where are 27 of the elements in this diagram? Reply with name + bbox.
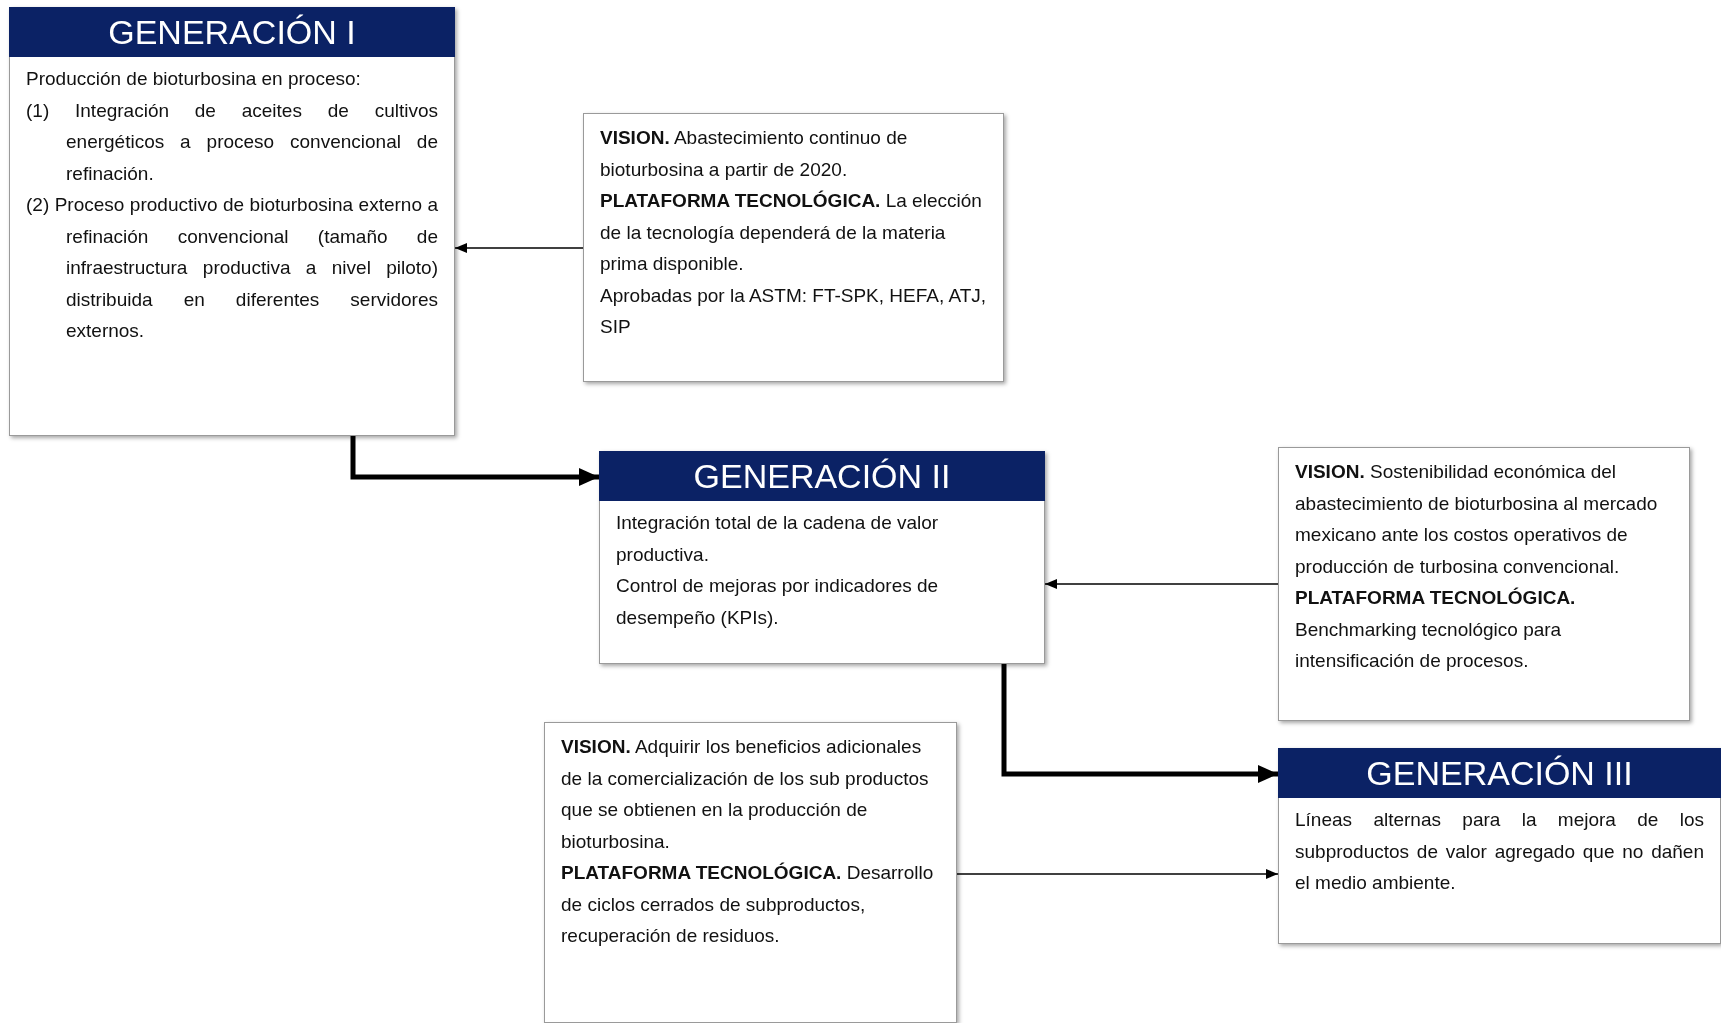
generation-title: GENERACIÓN II — [599, 451, 1045, 501]
generation-box — [1278, 748, 1721, 944]
description-text: PLATAFORMA TECNOLÓGICA. Desarrollo de ciclos cerrados de subproductos, recuperación de residuos. — [561, 861, 935, 948]
description-text: VISION. Sostenibilidad económica del abastecimiento de bioturbosina al mercado mexicano ante los costos operativos de producción de turbosina convencional. — [1295, 460, 1659, 579]
description-text: PLATAFORMA TECNOLÓGICA. La elección de la tecnología dependerá de la materia prima disponible. — [600, 189, 983, 276]
description-text: Aprobadas por la ASTM: FT-SPK, HEFA, ATJ, SIP — [600, 283, 987, 339]
generation-box — [9, 7, 455, 436]
arrow — [350, 436, 599, 486]
generation-title: GENERACIÓN I — [9, 7, 455, 57]
description-text: Producción de bioturbosina en proceso: — [26, 67, 362, 91]
description-text: PLATAFORMA TECNOLÓGICA. Benchmarking tecnológico para intensificación de procesos. — [1295, 586, 1577, 673]
arrow — [1001, 664, 1278, 783]
description-text: Integración total de la cadena de valor productiva. — [616, 511, 940, 567]
arrow — [956, 869, 1279, 879]
generation-box — [599, 451, 1045, 664]
vision-box — [544, 722, 957, 1023]
description-text: VISION. Adquirir los beneficios adicionales de la comercialización de los sub productos que se obtienen en la producción de bioturbosina. — [561, 735, 930, 854]
description-text: (1) Integración de aceites de cultivos energéticos a proceso convencional de refinación. — [26, 98, 438, 186]
generation-title: GENERACIÓN III — [1278, 748, 1721, 798]
description-text: Líneas alternas para la mejora de los subproductos de valor agregado que no dañen el medio ambiente. — [1295, 808, 1704, 895]
vision-box — [1278, 447, 1690, 721]
arrow — [1044, 579, 1279, 589]
description-text: Control de mejoras por indicadores de desempeño (KPIs). — [616, 574, 940, 630]
description-text: VISION. Abastecimiento continuo de bioturbosina a partir de 2020. — [600, 126, 909, 182]
arrow — [454, 243, 584, 253]
description-text: (2) Proceso productivo de bioturbosina externo a refinación convencional (tamaño de infraestructura productiva a nivel piloto) distribuida en diferentes servidores externos. — [26, 193, 438, 343]
vision-box — [583, 113, 1004, 382]
